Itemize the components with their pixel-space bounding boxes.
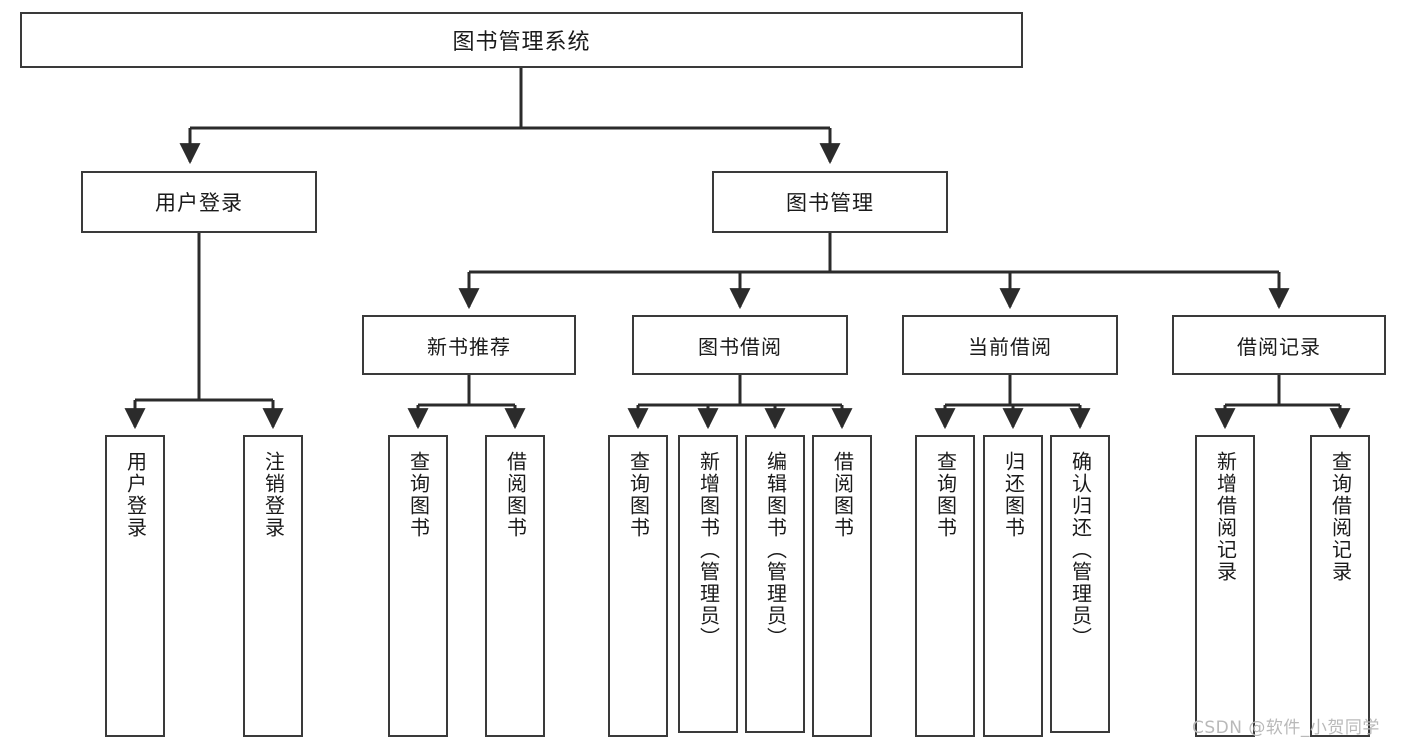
leaf-confirm-return-admin[interactable]: 确认归还（管理员） bbox=[1050, 435, 1110, 733]
node-label: 查询图书 bbox=[626, 451, 651, 539]
node-borrow-records[interactable]: 借阅记录 bbox=[1172, 315, 1386, 375]
node-book-borrow[interactable]: 图书借阅 bbox=[632, 315, 848, 375]
node-label: 查询借阅记录 bbox=[1328, 451, 1353, 583]
leaf-query-book-current[interactable]: 查询图书 bbox=[915, 435, 975, 737]
node-label: 借阅图书 bbox=[503, 451, 528, 539]
leaf-return-book[interactable]: 归还图书 bbox=[983, 435, 1043, 737]
node-new-book-recommend[interactable]: 新书推荐 bbox=[362, 315, 576, 375]
leaf-query-book-recommend[interactable]: 查询图书 bbox=[388, 435, 448, 737]
node-label: 查询图书 bbox=[406, 451, 431, 539]
leaf-add-book-admin[interactable]: 新增图书（管理员） bbox=[678, 435, 738, 733]
node-label: 归还图书 bbox=[1001, 451, 1026, 539]
leaf-user-login[interactable]: 用户登录 bbox=[105, 435, 165, 737]
node-current-borrow[interactable]: 当前借阅 bbox=[902, 315, 1118, 375]
leaf-edit-book-admin[interactable]: 编辑图书（管理员） bbox=[745, 435, 805, 733]
node-label: 编辑图书（管理员） bbox=[763, 451, 788, 649]
node-label: 新书推荐 bbox=[427, 334, 511, 359]
node-label: 借阅记录 bbox=[1237, 334, 1321, 359]
node-label: 新增借阅记录 bbox=[1213, 451, 1238, 583]
node-label: 用户登录 bbox=[123, 451, 148, 539]
leaf-borrow-book[interactable]: 借阅图书 bbox=[812, 435, 872, 737]
leaf-query-book-borrow[interactable]: 查询图书 bbox=[608, 435, 668, 737]
node-label: 图书借阅 bbox=[698, 334, 782, 359]
node-label: 确认归还（管理员） bbox=[1068, 451, 1093, 649]
node-label: 图书管理系统 bbox=[452, 30, 591, 55]
node-label: 图书管理 bbox=[786, 191, 874, 215]
node-label: 注销登录 bbox=[261, 451, 286, 539]
leaf-query-borrow-record[interactable]: 查询借阅记录 bbox=[1310, 435, 1370, 737]
node-user-login[interactable]: 用户登录 bbox=[81, 171, 317, 233]
watermark: CSDN @软件_小贺同学 bbox=[1192, 718, 1380, 738]
leaf-add-borrow-record[interactable]: 新增借阅记录 bbox=[1195, 435, 1255, 737]
leaf-borrow-book-recommend[interactable]: 借阅图书 bbox=[485, 435, 545, 737]
node-root-book-management-system[interactable]: 图书管理系统 bbox=[20, 12, 1023, 68]
node-label: 用户登录 bbox=[155, 191, 243, 215]
node-label: 借阅图书 bbox=[830, 451, 855, 539]
node-book-management[interactable]: 图书管理 bbox=[712, 171, 948, 233]
leaf-logout-login[interactable]: 注销登录 bbox=[243, 435, 303, 737]
node-label: 查询图书 bbox=[933, 451, 958, 539]
node-label: 当前借阅 bbox=[968, 334, 1052, 359]
node-label: 新增图书（管理员） bbox=[696, 451, 721, 649]
